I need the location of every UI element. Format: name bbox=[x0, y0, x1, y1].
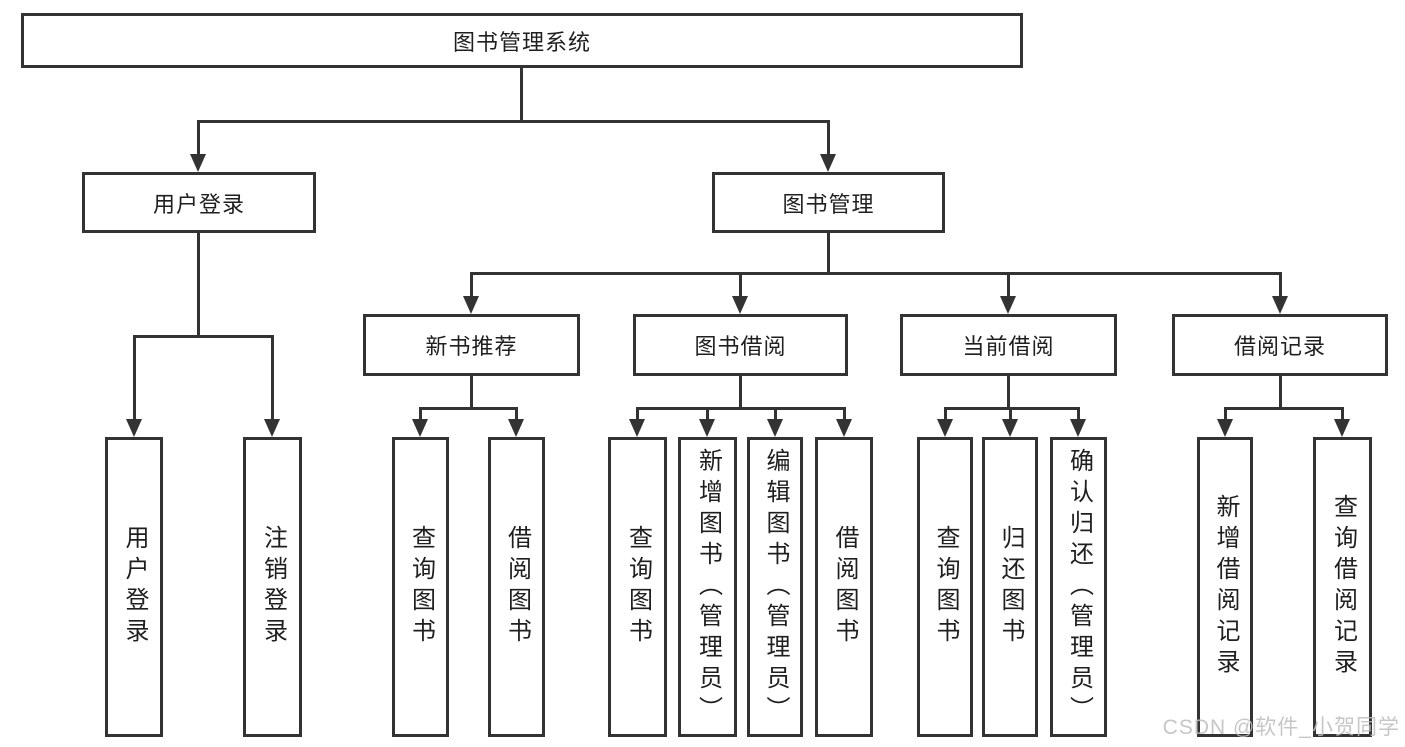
leaf-bb-add-books-admin: 新增图书（管理员） bbox=[678, 437, 737, 737]
connector-line bbox=[1007, 272, 1010, 296]
connector-line bbox=[470, 376, 473, 407]
arrow-down-icon bbox=[629, 419, 645, 437]
leaf-bb-query-books: 查询图书 bbox=[608, 437, 667, 737]
node-label: 注销登录 bbox=[259, 525, 287, 649]
node-user-login: 用户登录 bbox=[82, 172, 316, 233]
watermark: CSDN @软件_小贺同学 bbox=[1162, 716, 1400, 739]
leaf-br-add-record: 新增借阅记录 bbox=[1197, 437, 1253, 737]
connector-line bbox=[774, 407, 777, 419]
node-label: 新增借阅记录 bbox=[1212, 494, 1239, 680]
arrow-down-icon bbox=[767, 419, 783, 437]
connector-line bbox=[1279, 376, 1282, 407]
connector-line bbox=[1009, 407, 1012, 419]
node-label: 查询图书 bbox=[932, 525, 959, 649]
connector-line bbox=[520, 68, 523, 120]
connector-line bbox=[739, 272, 742, 296]
node-label: 当前借阅 bbox=[962, 334, 1055, 359]
connector-line bbox=[419, 407, 517, 410]
arrow-down-icon bbox=[412, 419, 428, 437]
connector-line bbox=[1224, 407, 1344, 410]
arrow-down-icon bbox=[190, 154, 206, 172]
arrow-down-icon bbox=[126, 419, 142, 437]
arrow-down-icon bbox=[836, 419, 852, 437]
node-borrow-records: 借阅记录 bbox=[1172, 314, 1388, 376]
connector-line bbox=[1077, 407, 1080, 419]
connector-line bbox=[470, 272, 473, 296]
leaf-cb-query-books: 查询图书 bbox=[917, 437, 973, 737]
connector-line bbox=[133, 335, 136, 419]
connector-line bbox=[1224, 407, 1227, 419]
node-label: 借阅记录 bbox=[1233, 334, 1326, 359]
node-book-management: 图书管理 bbox=[712, 172, 945, 233]
node-label: 用户登录 bbox=[121, 525, 148, 649]
node-label: 归还图书 bbox=[997, 525, 1024, 649]
leaf-cb-return-books: 归还图书 bbox=[982, 437, 1038, 737]
arrow-down-icon bbox=[1002, 419, 1018, 437]
node-label: 编辑图书（管理员） bbox=[762, 447, 789, 727]
arrow-down-icon bbox=[264, 419, 280, 437]
connector-line bbox=[706, 407, 709, 419]
connector-line bbox=[636, 407, 639, 419]
connector-line bbox=[197, 120, 829, 123]
node-label: 确认归还（管理员） bbox=[1065, 447, 1093, 727]
connector-line bbox=[419, 407, 422, 419]
node-library-system: 图书管理系统 bbox=[21, 13, 1023, 68]
connector-line bbox=[470, 272, 1281, 275]
connector-line bbox=[271, 335, 274, 419]
arrow-down-icon bbox=[1272, 296, 1288, 314]
arrow-down-icon bbox=[937, 419, 953, 437]
leaf-cb-confirm-return-admin: 确认归还（管理员） bbox=[1050, 437, 1107, 737]
connector-line bbox=[827, 233, 830, 272]
arrow-down-icon bbox=[732, 296, 748, 314]
node-label: 图书管理 bbox=[782, 191, 875, 217]
connector-line bbox=[843, 407, 846, 419]
node-label: 新书推荐 bbox=[425, 334, 518, 359]
node-current-borrow: 当前借阅 bbox=[900, 314, 1117, 376]
connector-line bbox=[1279, 272, 1282, 296]
node-label: 新增图书（管理员） bbox=[694, 447, 722, 727]
arrow-down-icon bbox=[508, 419, 524, 437]
leaf-logout: 注销登录 bbox=[243, 437, 302, 737]
arrow-down-icon bbox=[1000, 296, 1016, 314]
node-label: 查询图书 bbox=[624, 525, 652, 649]
node-label: 用户登录 bbox=[152, 191, 245, 217]
connector-line bbox=[197, 233, 200, 335]
leaf-bb-borrow-books: 借阅图书 bbox=[815, 437, 873, 737]
leaf-user-login: 用户登录 bbox=[105, 437, 163, 737]
leaf-nbr-query-books: 查询图书 bbox=[392, 437, 449, 737]
node-label: 借阅图书 bbox=[503, 525, 531, 649]
node-label: 图书借阅 bbox=[694, 334, 787, 359]
node-label: 借阅图书 bbox=[831, 525, 858, 649]
node-new-book-recommend: 新书推荐 bbox=[363, 314, 580, 376]
connector-line bbox=[1341, 407, 1344, 419]
arrow-down-icon bbox=[820, 154, 836, 172]
node-label: 图书管理系统 bbox=[452, 29, 591, 55]
connector-line bbox=[1007, 376, 1010, 407]
node-book-borrow: 图书借阅 bbox=[633, 314, 848, 376]
arrow-down-icon bbox=[699, 419, 715, 437]
connector-line bbox=[515, 407, 518, 419]
connector-line bbox=[133, 335, 273, 338]
connector-line bbox=[944, 407, 947, 419]
arrow-down-icon bbox=[1217, 419, 1233, 437]
leaf-bb-edit-books-admin: 编辑图书（管理员） bbox=[747, 437, 803, 737]
arrow-down-icon bbox=[1334, 419, 1350, 437]
connector-line bbox=[197, 120, 200, 154]
arrow-down-icon bbox=[1070, 419, 1086, 437]
connector-line bbox=[827, 120, 830, 154]
arrow-down-icon bbox=[463, 296, 479, 314]
connector-line bbox=[636, 407, 845, 410]
node-label: 查询图书 bbox=[407, 525, 435, 649]
connector-line bbox=[739, 376, 742, 407]
leaf-nbr-borrow-books: 借阅图书 bbox=[488, 437, 545, 737]
node-label: 查询借阅记录 bbox=[1329, 494, 1357, 680]
leaf-br-query-record: 查询借阅记录 bbox=[1313, 437, 1372, 737]
